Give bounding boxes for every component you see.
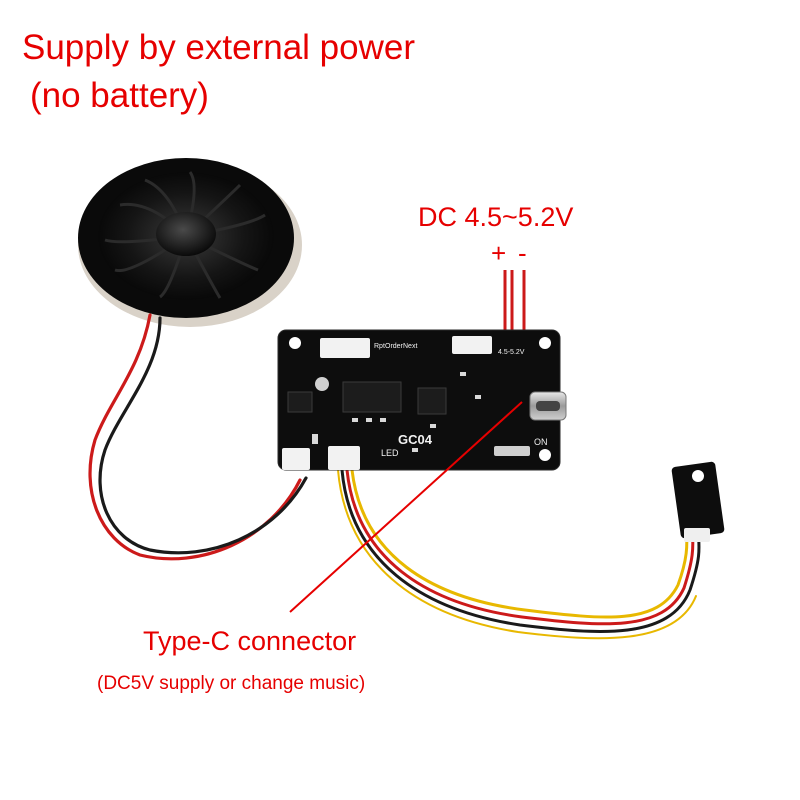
- polarity-plus: +: [491, 238, 507, 268]
- board-voltage-mark: 4.5-5.2V: [498, 349, 525, 356]
- typec-title: Type-C connector: [143, 626, 357, 656]
- speaker: [78, 158, 302, 327]
- mount-hole: [539, 449, 551, 461]
- board-switch-label-1: Rpt: [374, 343, 385, 350]
- headline-line2: (no battery): [30, 76, 209, 115]
- board-led-label: LED: [381, 448, 399, 458]
- ic-chip-3: [287, 391, 313, 413]
- board-model: GC04: [398, 432, 432, 447]
- dc-range-label: DC 4.5~5.2V: [418, 202, 574, 232]
- mount-hole: [539, 337, 551, 349]
- board-switch-label-3: Next: [403, 343, 418, 350]
- mount-hole: [289, 337, 301, 349]
- top-connector-2: [452, 336, 492, 354]
- polarity-minus: -: [518, 238, 527, 268]
- speaker-connector: [282, 448, 310, 470]
- typec-subtitle: (DC5V supply or change music): [97, 673, 366, 694]
- board-on-label: ON: [534, 437, 548, 447]
- harness-connector: [328, 446, 360, 470]
- typec-leader-line: [289, 401, 523, 613]
- ic-chip: [342, 381, 402, 413]
- remote-module-connector: [684, 528, 710, 542]
- speaker-wires: [88, 313, 308, 561]
- smd-parts: [312, 372, 481, 452]
- remote-module: [671, 461, 725, 542]
- power-switch: [494, 446, 530, 456]
- type-c-port-opening: [536, 401, 560, 411]
- remote-module-board: [671, 461, 725, 539]
- top-connector: [320, 338, 370, 358]
- speaker-dust-cap: [156, 212, 216, 256]
- headline-line1: Supply by external power: [22, 28, 415, 67]
- main-board: [277, 329, 567, 471]
- board-switch-label-2: Order: [385, 343, 403, 350]
- sensor-harness: [337, 468, 701, 640]
- remote-module-hole: [692, 470, 704, 482]
- push-button: [315, 377, 329, 391]
- ic-chip-2: [417, 387, 447, 415]
